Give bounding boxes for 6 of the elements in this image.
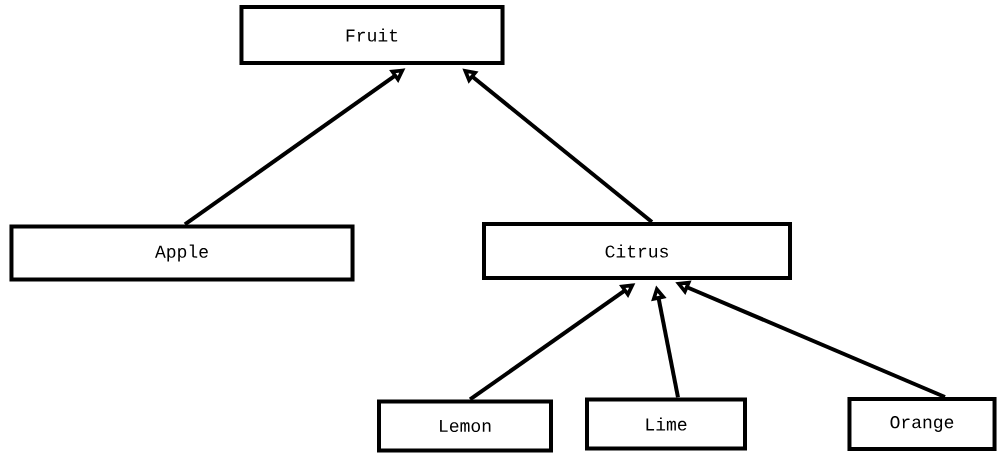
class-box: Orange — [847, 397, 997, 451]
class-box: Lime — [585, 397, 747, 451]
class-box: Lemon — [377, 399, 553, 453]
class-box: Fruit — [239, 5, 505, 65]
class-box: Apple — [9, 224, 355, 282]
class-box: Citrus — [482, 222, 792, 280]
